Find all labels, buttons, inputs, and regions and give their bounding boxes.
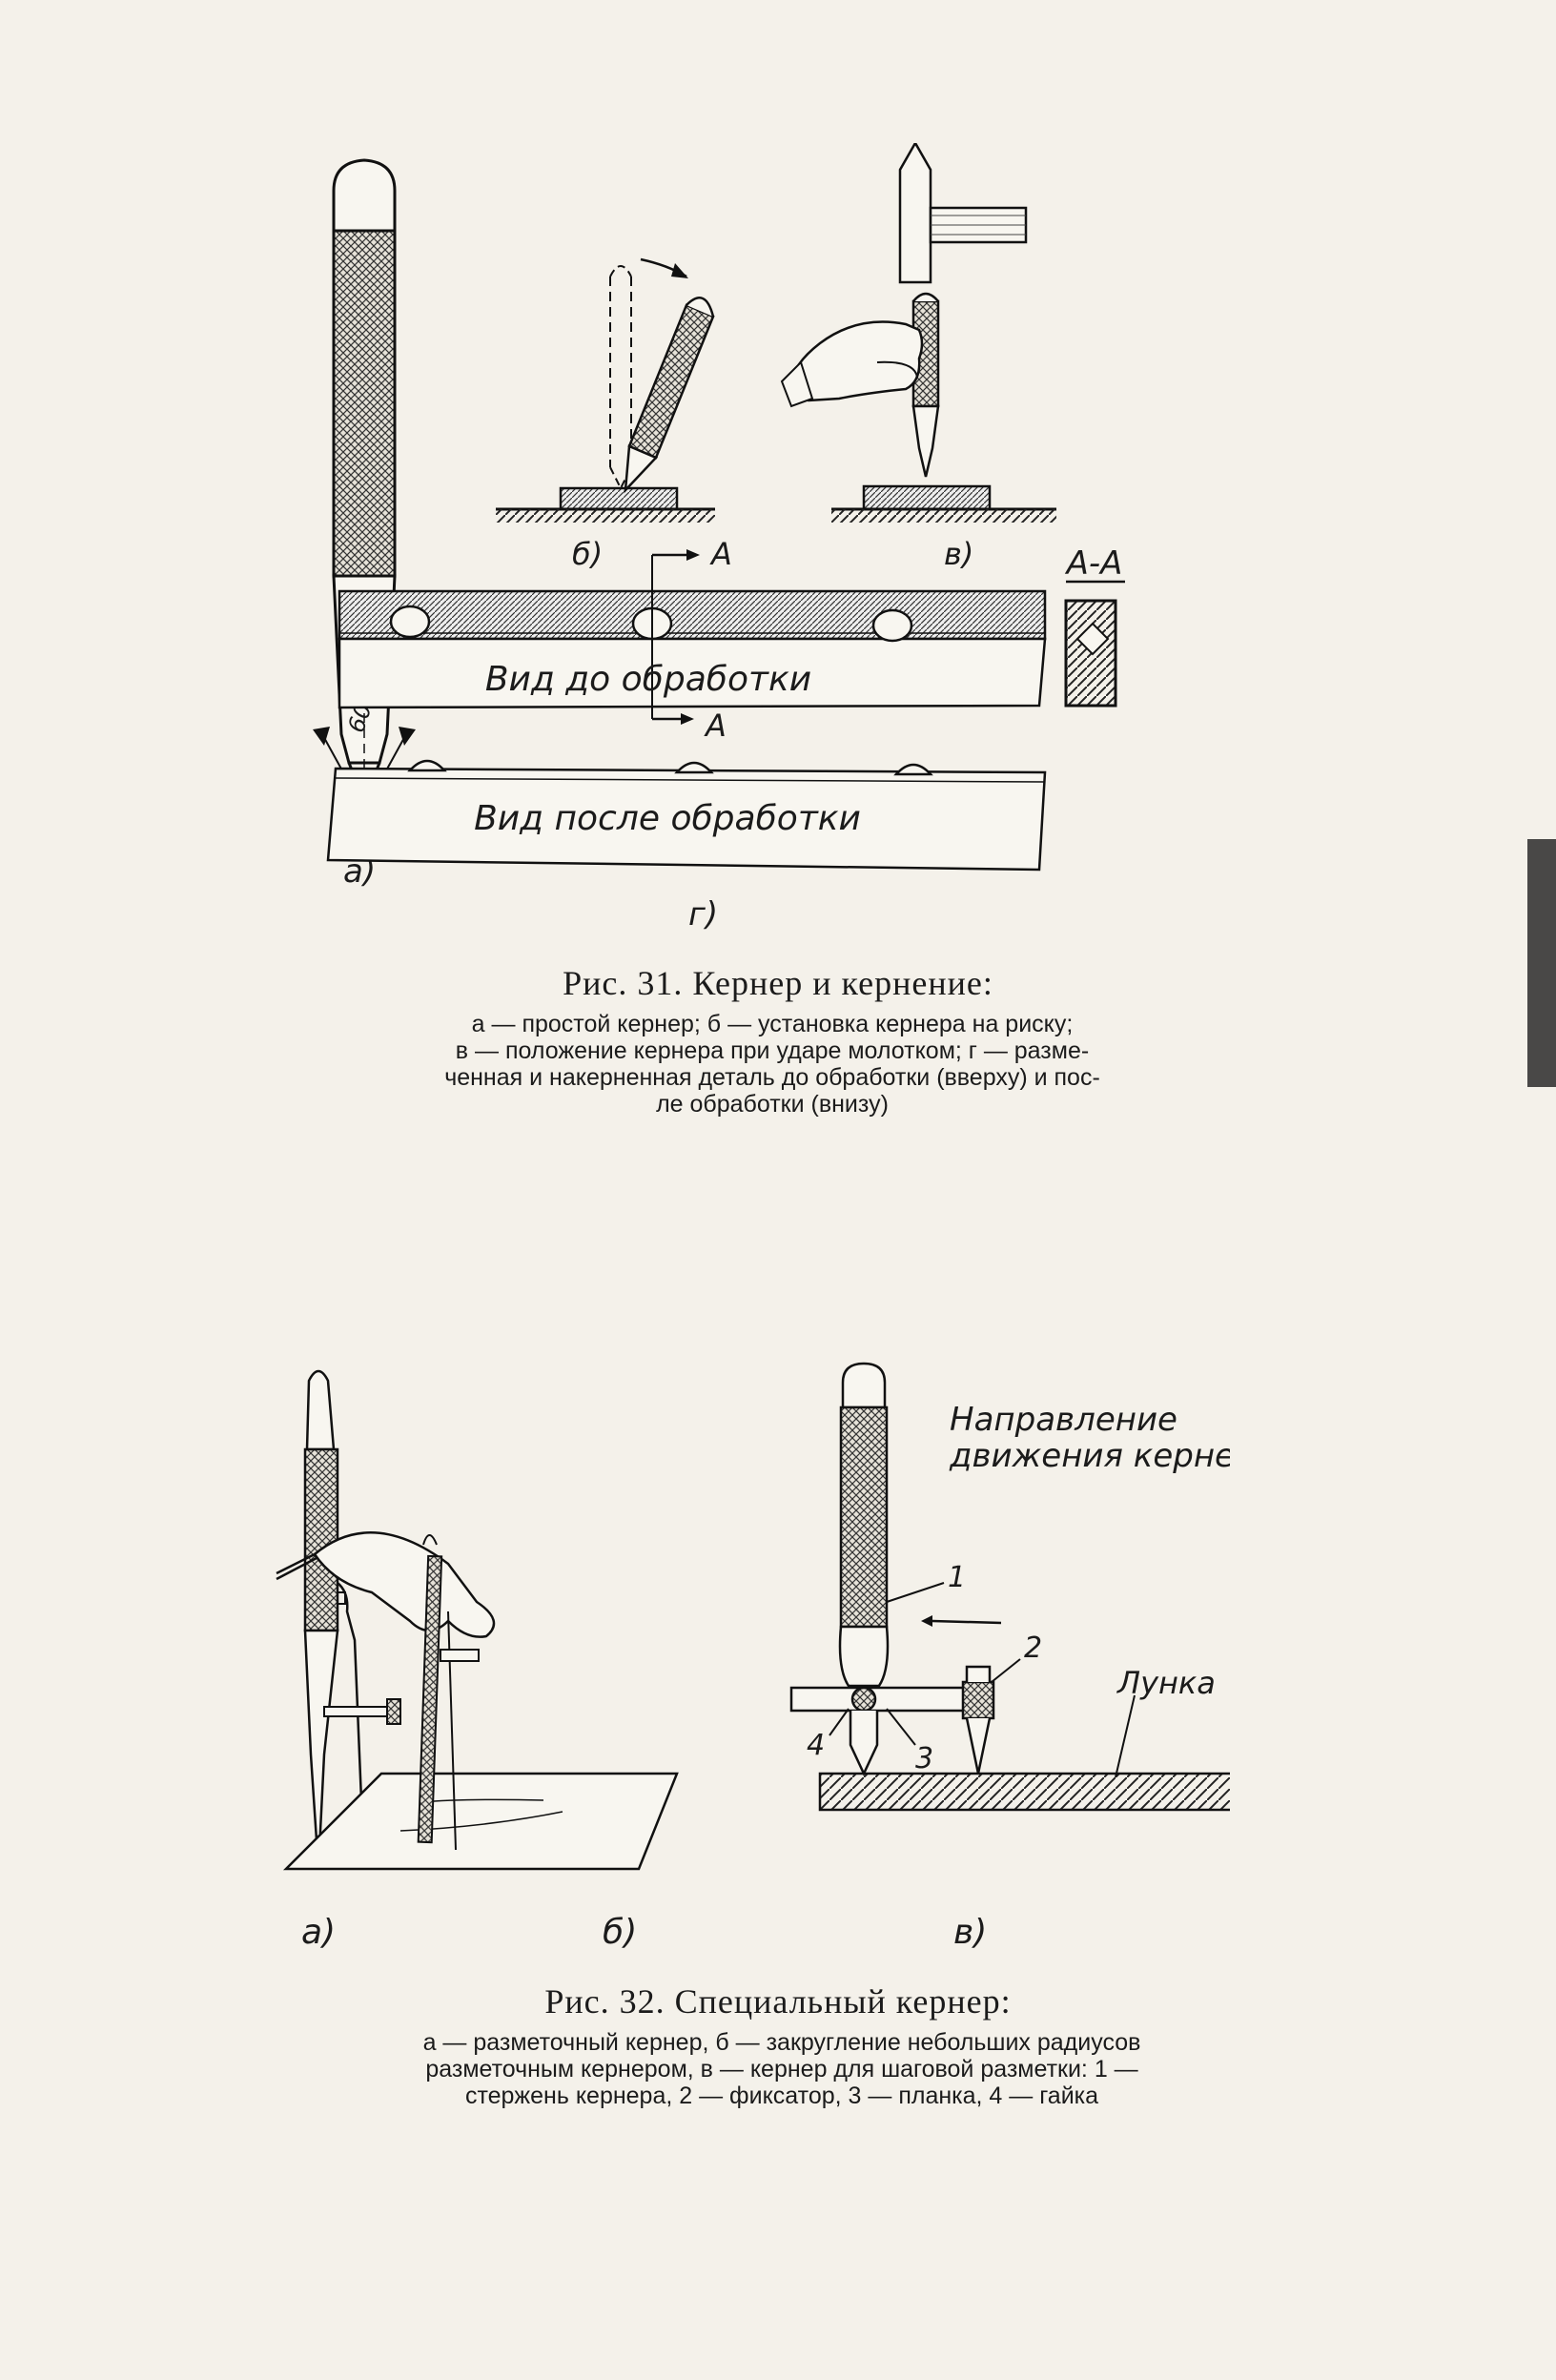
marked-part-before bbox=[338, 549, 1047, 725]
punch-on-scribe-line bbox=[496, 257, 715, 523]
figure-32-drawing: а) б) bbox=[276, 1362, 1230, 1952]
caption-line: ле обработки (внизу) bbox=[656, 1091, 889, 1118]
view-before-label: Вид до обработки bbox=[485, 660, 811, 699]
figure-31-caption-body: а — простой кернер; б — установка кернер… bbox=[286, 1011, 1259, 1118]
view-after-label: Вид после обработки bbox=[474, 799, 861, 838]
part-label-4: 4 bbox=[807, 1729, 825, 1762]
simple-center-punch bbox=[313, 158, 416, 813]
caption-line: ченная и накерненная деталь до обработки… bbox=[444, 1064, 1100, 1091]
rounding-with-marking-punch bbox=[276, 1531, 679, 1871]
label-b: б) bbox=[572, 536, 603, 572]
part-label-2: 2 bbox=[1024, 1631, 1042, 1665]
direction-label-line2: движения кернера bbox=[949, 1437, 1230, 1475]
label-a-32: а) bbox=[301, 1913, 336, 1952]
punch-under-hammer bbox=[780, 143, 1056, 523]
figure-31-illustration: 60° а) б) bbox=[286, 143, 1201, 944]
caption-line: а — разметочный кернер, б — закругление … bbox=[422, 2029, 1141, 2056]
label-v-32: в) bbox=[953, 1913, 987, 1952]
caption-line: стержень кернера, 2 — фиксатор, 3 — план… bbox=[464, 2082, 1099, 2109]
label-v: в) bbox=[944, 536, 973, 572]
pit-label: Лунка bbox=[1116, 1665, 1216, 1701]
label-b-32: б) bbox=[603, 1913, 637, 1952]
figure-31-caption-title: Рис. 31. Кернер и кернение: bbox=[563, 964, 993, 1002]
section-label: А-А bbox=[1065, 544, 1123, 583]
marking-punch bbox=[303, 1369, 401, 1870]
part-label-1: 1 bbox=[948, 1561, 966, 1594]
caption-line: а — простой кернер; б — установка кернер… bbox=[471, 1011, 1074, 1037]
caption-line: разметочным кернером, в — кернер для шаг… bbox=[425, 2056, 1138, 2082]
marked-part-after bbox=[326, 759, 1047, 872]
binding-edge-shadow bbox=[1527, 839, 1556, 1087]
figure-31-drawing: 60° а) б) bbox=[313, 143, 1125, 934]
part-label-3: 3 bbox=[915, 1742, 933, 1775]
section-marker-top: А bbox=[709, 536, 732, 572]
figure-32-caption-body: а — разметочный кернер, б — закругление … bbox=[257, 2029, 1306, 2109]
direction-label-line1: Направление bbox=[950, 1401, 1177, 1439]
figure-32-illustration: а) б) bbox=[257, 1354, 1230, 1974]
step-marking-punch bbox=[789, 1362, 1230, 1812]
figure-32-caption-title: Рис. 32. Специальный кернер: bbox=[544, 1982, 1012, 2021]
section-marker-bottom: А bbox=[704, 708, 727, 744]
label-g: г) bbox=[688, 895, 718, 934]
caption-line: в — положение кернера при ударе молотком… bbox=[455, 1037, 1090, 1064]
section-view bbox=[1064, 599, 1117, 708]
